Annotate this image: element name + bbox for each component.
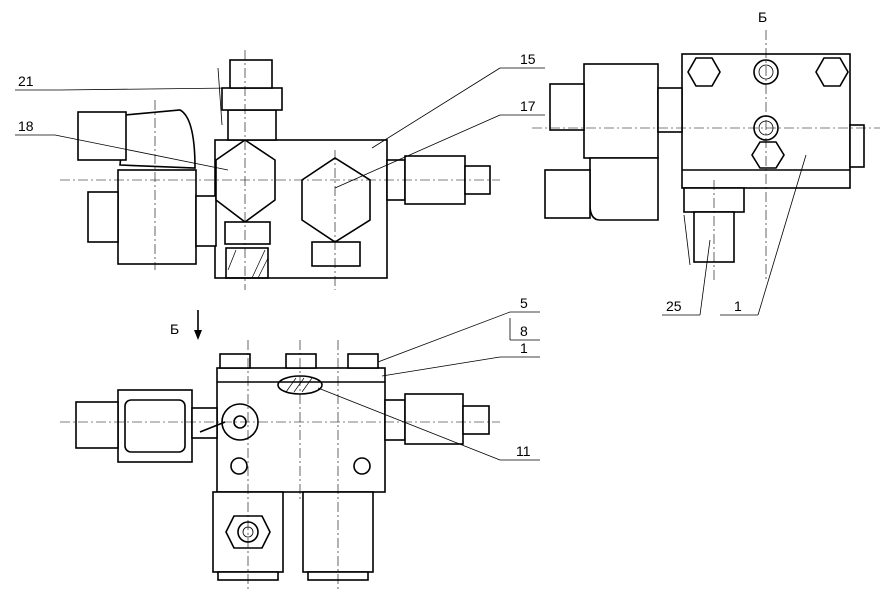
section-cut bbox=[225, 247, 269, 279]
callout-5: 5 bbox=[520, 295, 528, 311]
hex-bolt-tr bbox=[815, 57, 849, 87]
plug-side bbox=[549, 83, 585, 131]
front-view bbox=[60, 50, 500, 290]
section-arrow bbox=[194, 310, 202, 340]
side-view-b bbox=[532, 30, 880, 280]
plug-plan bbox=[75, 401, 119, 449]
callout-17: 17 bbox=[520, 98, 536, 114]
fitting-17 bbox=[311, 241, 361, 267]
callout-18: 18 bbox=[18, 118, 34, 134]
port-plan-l bbox=[230, 457, 248, 475]
top-fitting-21 bbox=[227, 109, 277, 141]
connector-side bbox=[589, 157, 659, 221]
port-plan-r bbox=[353, 457, 371, 475]
top-fitting-21b bbox=[221, 87, 283, 111]
callout-11: 11 bbox=[516, 443, 531, 459]
plug-side-bottom bbox=[544, 169, 591, 219]
hex-nut-17 bbox=[301, 157, 371, 243]
side-fitting bbox=[849, 124, 865, 168]
connector-plug-bottom bbox=[87, 191, 119, 243]
plan-fitting-2 bbox=[404, 393, 464, 445]
callout-1-plan: 1 bbox=[520, 340, 528, 356]
callout-21: 21 bbox=[18, 73, 34, 89]
callout-8: 8 bbox=[520, 323, 528, 339]
stem-side bbox=[657, 87, 683, 133]
solenoid-side bbox=[583, 63, 659, 159]
plan-fitting-3 bbox=[462, 405, 490, 435]
hex-bolt-b bbox=[751, 141, 785, 169]
solenoid-coil bbox=[117, 169, 197, 265]
plan-view bbox=[60, 340, 500, 590]
plan-fitting-1 bbox=[384, 399, 406, 441]
solenoid-connector bbox=[119, 109, 196, 169]
hex-nut-18 bbox=[215, 139, 276, 223]
stem-plan bbox=[191, 407, 218, 439]
view-label-b: Б bbox=[758, 9, 767, 25]
callout-15: 15 bbox=[520, 51, 536, 67]
callout-1-side: 1 bbox=[734, 298, 742, 314]
arrow-label-b: Б bbox=[170, 321, 179, 337]
callout-25: 25 bbox=[666, 298, 682, 314]
hex-bolt-tl bbox=[687, 57, 721, 87]
connector-plug-top bbox=[77, 111, 127, 161]
top-cap-21 bbox=[229, 59, 273, 89]
bolt-5b bbox=[285, 353, 317, 369]
leader-lines bbox=[15, 67, 807, 461]
hex-bottom bbox=[225, 515, 271, 549]
bolt-5c bbox=[347, 353, 379, 369]
fitting-18 bbox=[224, 221, 271, 245]
coil-stem bbox=[195, 195, 217, 247]
bolt-5a bbox=[219, 353, 251, 369]
